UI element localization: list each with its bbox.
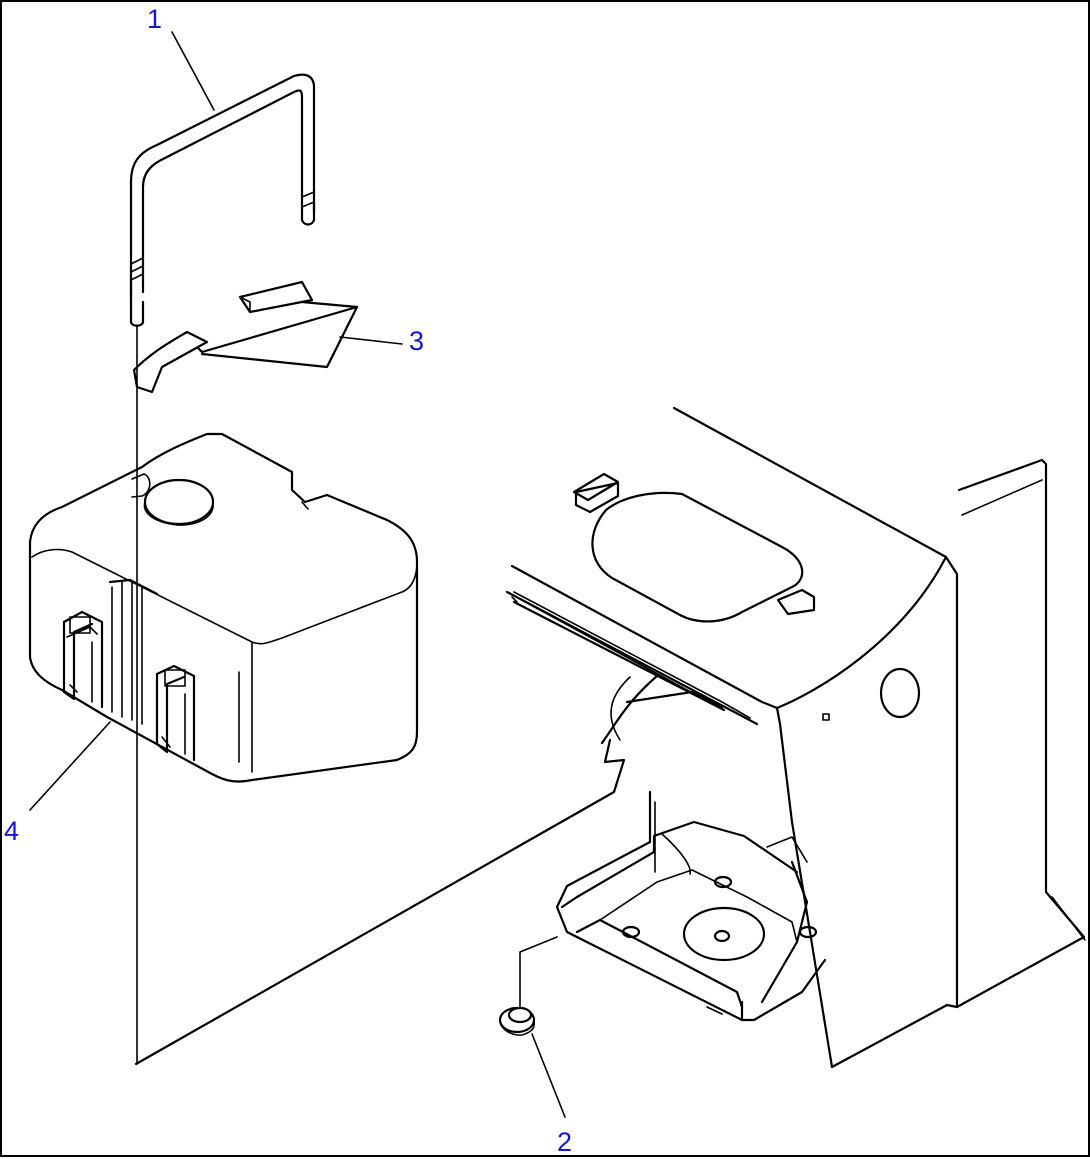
callout-label-2: 2 (557, 1127, 573, 1157)
cab-frame (134, 406, 1086, 1069)
assembly-lines (136, 326, 656, 1065)
mounting-bracket (555, 790, 827, 1022)
u-bracket (129, 73, 316, 327)
callout-label-4: 4 (4, 816, 20, 846)
callout-label-1: 1 (147, 4, 163, 34)
tank-bracket-right (155, 664, 196, 762)
tank-bracket-left (62, 610, 104, 709)
washer-tank (28, 432, 419, 783)
callout-label-3: 3 (409, 326, 425, 356)
flange-nut (498, 1006, 536, 1036)
leader-lines (29, 31, 566, 1118)
strap-plate (132, 280, 359, 394)
